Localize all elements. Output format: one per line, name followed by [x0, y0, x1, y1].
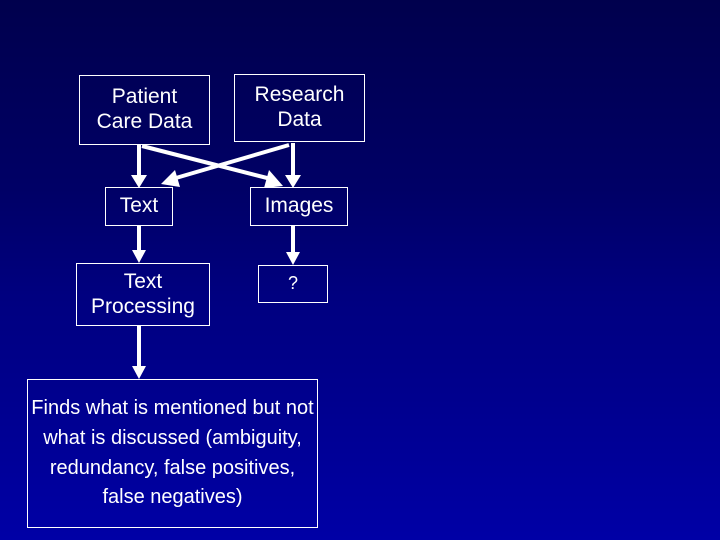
node-question-label: ? [287, 273, 298, 294]
arrow-images-to-question [286, 226, 300, 265]
arrow-patient-care-data-to-text [131, 145, 147, 188]
node-text-label: Text [119, 194, 159, 218]
node-findings-summary-label: Finds what is mentioned but not what is … [31, 397, 314, 509]
node-findings-summary: Finds what is mentioned but not what is … [27, 379, 318, 528]
arrow-text-to-text-processing [132, 226, 146, 263]
arrow-research-data-to-text [161, 143, 290, 187]
arrow-text-processing-to-findings [132, 326, 146, 379]
node-question: ? [258, 265, 328, 303]
node-text: Text [105, 187, 173, 226]
node-images: Images [250, 187, 348, 226]
arrow-research-data-to-images [285, 143, 301, 188]
node-images-label: Images [264, 194, 334, 218]
arrow-patient-care-data-to-images [141, 144, 283, 188]
